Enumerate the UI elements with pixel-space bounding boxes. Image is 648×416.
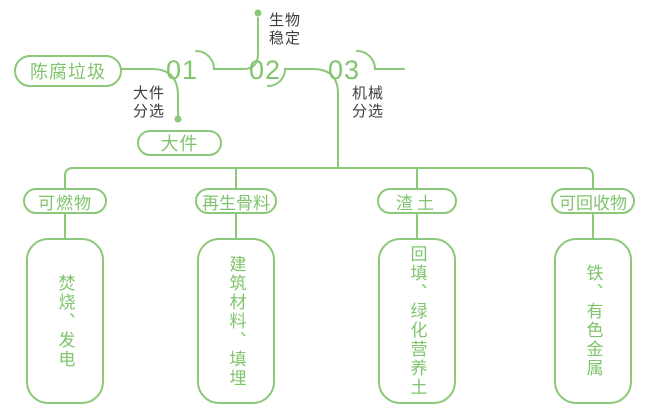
connector-02-to-03 xyxy=(267,68,339,169)
source-label: 陈腐垃圾 xyxy=(30,62,106,82)
tree-horizontal xyxy=(64,167,594,189)
category-pill-recycled-aggregate: 再生骨料 xyxy=(195,188,277,214)
category-pill-combustible: 可燃物 xyxy=(23,188,107,214)
connector-01-to-02 xyxy=(195,17,259,70)
annotation-bulky-sorting: 大件 分选 xyxy=(133,85,165,121)
bulky-item-label: 大件 xyxy=(160,134,199,154)
annotation-mechanical-sorting: 机械 分选 xyxy=(352,85,384,121)
station-number-02: 02 xyxy=(248,55,282,85)
output-box-recycled-aggregate: 建筑材料、填埋 xyxy=(197,238,275,404)
station-number-01: 01 xyxy=(165,55,199,85)
annotation-line: 分选 xyxy=(133,103,166,120)
source-pill: 陈腐垃圾 xyxy=(14,55,122,87)
station-number-03: 03 xyxy=(327,55,361,85)
category-label: 可燃物 xyxy=(38,193,92,213)
output-text: 焚烧、发电 xyxy=(55,273,75,369)
output-box-recyclable: 铁、有色金属 xyxy=(554,238,632,404)
category-pill-slag-soil: 渣土 xyxy=(377,188,457,214)
bulky-branch-dot xyxy=(174,115,182,123)
output-box-slag-soil: 回填、绿化营养土 xyxy=(378,238,456,404)
bio-branch-dot xyxy=(254,9,262,17)
output-text: 铁、有色金属 xyxy=(583,264,603,378)
annotation-line: 稳定 xyxy=(269,30,302,47)
annotation-line: 分选 xyxy=(352,103,385,120)
connector-03-tail xyxy=(356,50,405,70)
output-text: 回填、绿化营养土 xyxy=(407,245,427,397)
annotation-line: 大件 xyxy=(133,85,166,102)
output-text: 建筑材料、填埋 xyxy=(226,254,246,388)
annotation-line: 机械 xyxy=(352,85,385,102)
category-label: 渣土 xyxy=(396,193,438,213)
annotation-line: 生物 xyxy=(269,12,302,29)
category-pill-recyclable: 可回收物 xyxy=(551,188,635,214)
category-label: 可回收物 xyxy=(559,193,627,213)
category-label: 再生骨料 xyxy=(202,193,270,213)
connector-source-to-bulky xyxy=(121,68,179,116)
bulky-item-pill: 大件 xyxy=(137,130,222,156)
annotation-bio-stabilization: 生物 稳定 xyxy=(269,12,301,48)
output-box-combustible: 焚烧、发电 xyxy=(26,238,104,404)
